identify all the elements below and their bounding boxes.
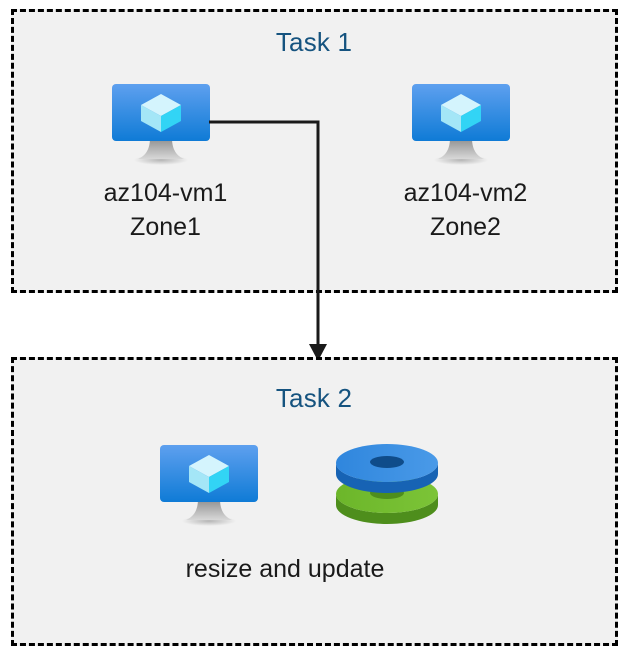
virtual-machine-icon[interactable] (109, 82, 213, 166)
virtual-machine-icon[interactable] (157, 443, 261, 527)
vm1-label: az104-vm1 Zone1 (103, 179, 228, 241)
task-1-title: Task 1 (275, 27, 353, 57)
disks-icon[interactable] (333, 441, 441, 527)
resize-and-update-caption: resize and update (185, 555, 385, 583)
virtual-machine-icon[interactable] (409, 82, 513, 166)
vm2-label: az104-vm2 Zone2 (403, 179, 528, 241)
task-2-title: Task 2 (275, 383, 353, 413)
task-2-container (11, 357, 618, 646)
